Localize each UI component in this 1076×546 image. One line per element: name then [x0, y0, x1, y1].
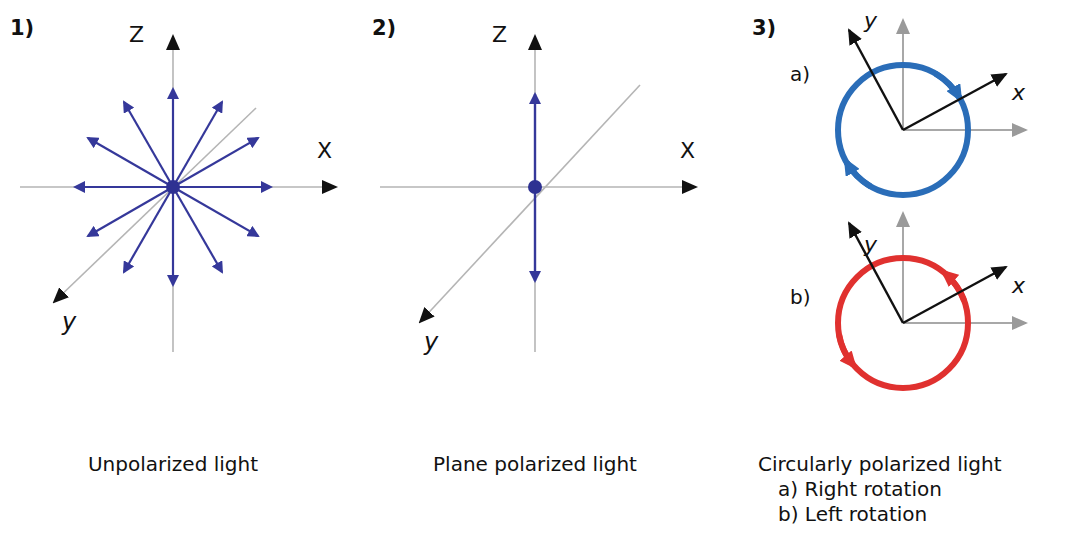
plane-polarized-figure: [380, 36, 696, 352]
sub-label: a): [790, 62, 810, 86]
caption-text: Unpolarized light: [88, 452, 258, 476]
axis-label: Z: [129, 22, 144, 48]
axis-label: y: [62, 308, 76, 337]
axis-label: y: [864, 8, 877, 34]
caption-text: Plane polarized light: [433, 452, 637, 476]
right-rotation-figure: [838, 20, 1026, 195]
panel-number: 2): [372, 16, 396, 41]
axis-label: x: [1012, 273, 1025, 299]
axis-label: y: [864, 232, 877, 258]
caption-text: b) Left rotation: [778, 502, 927, 526]
axis-label: Z: [492, 22, 507, 48]
axis-label: x: [1012, 80, 1025, 106]
sub-label: b): [790, 285, 811, 309]
caption-text: Circularly polarized light: [758, 452, 1001, 476]
caption-text: a) Right rotation: [778, 477, 942, 501]
axis-label: y: [424, 328, 438, 357]
left-rotation-figure: [838, 213, 1026, 388]
panel-number: 3): [752, 16, 776, 41]
unpolarized-figure: [20, 36, 336, 352]
axis-label: X: [317, 138, 332, 164]
panel-number: 1): [10, 16, 34, 41]
axis-label: X: [680, 138, 695, 164]
